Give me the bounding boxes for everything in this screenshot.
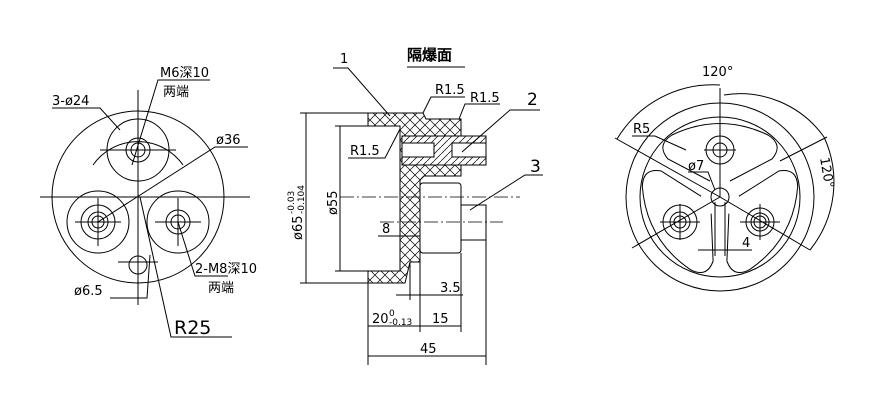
angle-arc-top: [616, 84, 721, 140]
left-view: M6深10 两端 3-ø24 ø36 2-M8深10 两端 ø6.5 R25: [40, 66, 257, 339]
label-r1-5-c: R1.5: [350, 144, 380, 159]
leader-m8: [177, 221, 228, 277]
label-part-2: 2: [527, 90, 538, 110]
label-m6-depth: M6深10: [160, 66, 209, 81]
label-d65-lower: -0.104: [297, 185, 307, 214]
label-120-top: 120°: [702, 65, 733, 80]
hole-left: [66, 190, 130, 254]
leader-d36: [97, 146, 248, 223]
leader-3-d24: [52, 107, 121, 131]
label-m8-note: 两端: [208, 281, 234, 296]
label-r1-5-a: R1.5: [435, 83, 465, 98]
hole-top: [100, 118, 176, 182]
label-flame-gap: 隔爆面: [407, 46, 452, 64]
part-3-shaft: [460, 204, 487, 241]
label-d6-5: ø6.5: [74, 284, 103, 299]
leader-2: [461, 109, 540, 153]
leader-1: [333, 67, 391, 117]
label-8: 8: [382, 222, 390, 237]
leader-m6: [131, 79, 210, 166]
label-45: 45: [420, 342, 437, 357]
part-1-section: [367, 112, 462, 284]
label-3-5: 3.5: [440, 281, 461, 296]
label-r25: R25: [174, 317, 211, 339]
label-d55: ø55: [326, 191, 341, 216]
label-d65-group: ø65 -0.03 -0.104: [287, 185, 307, 240]
label-4: 4: [742, 236, 750, 251]
thread-hole-right: [451, 142, 487, 158]
label-20: 20: [372, 312, 389, 327]
label-d65-upper: -0.03: [287, 191, 297, 214]
right-view: 120° 120° R5 ø7 4: [614, 65, 836, 292]
label-d36: ø36: [216, 133, 241, 148]
label-3-d24: 3-ø24: [52, 94, 89, 109]
label-20-lower: -0.13: [389, 318, 412, 328]
label-d7: ø7: [688, 159, 704, 174]
label-15: 15: [432, 312, 449, 327]
leader-3: [469, 174, 543, 211]
label-120-right: 120°: [816, 156, 836, 189]
label-r1-5-b: R1.5: [470, 91, 500, 106]
label-part-3: 3: [530, 157, 541, 177]
section-view: 1 隔爆面 R1.5 R1.5 R1.5 2 3 ø65 -0.03 -0.10…: [287, 46, 543, 365]
leader-d6-5: [110, 254, 151, 299]
leader-r25: [139, 196, 232, 338]
part-3-body: [419, 182, 462, 254]
hole-6-5: [128, 255, 148, 275]
label-20-upper: 0: [389, 309, 395, 319]
angle-arc-right: [809, 136, 835, 251]
label-d65: ø65: [291, 216, 306, 241]
label-m8-depth: 2-M8深10: [195, 262, 257, 277]
label-part-1: 1: [340, 52, 348, 67]
thread-hole-left: [401, 142, 435, 158]
label-m6-note: 两端: [163, 85, 189, 100]
label-r5: R5: [633, 122, 650, 137]
